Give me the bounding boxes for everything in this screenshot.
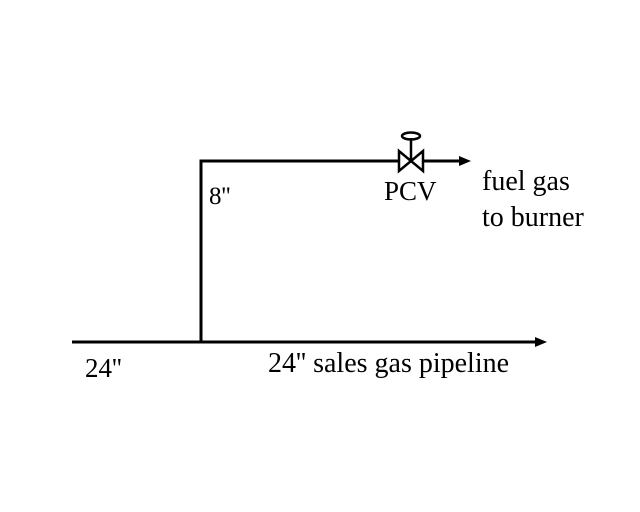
- outlet-flow-arrow-icon: [459, 156, 471, 166]
- branch-size-label: 8'': [209, 183, 231, 210]
- main-flow-arrow-icon: [535, 337, 547, 347]
- valve-label: PCV: [384, 176, 437, 206]
- main-pipeline-label: 24'' sales gas pipeline: [268, 348, 510, 379]
- outlet-label-line1: fuel gas: [482, 166, 570, 197]
- pcv-valve-icon: [397, 131, 425, 174]
- main-inlet-size-label: 24'': [85, 353, 122, 383]
- fuel-gas-outlet: [423, 156, 471, 166]
- branch-pipe: [199, 159, 398, 342]
- main-pipeline: [72, 337, 547, 347]
- outlet-label-line2: to burner: [482, 202, 584, 233]
